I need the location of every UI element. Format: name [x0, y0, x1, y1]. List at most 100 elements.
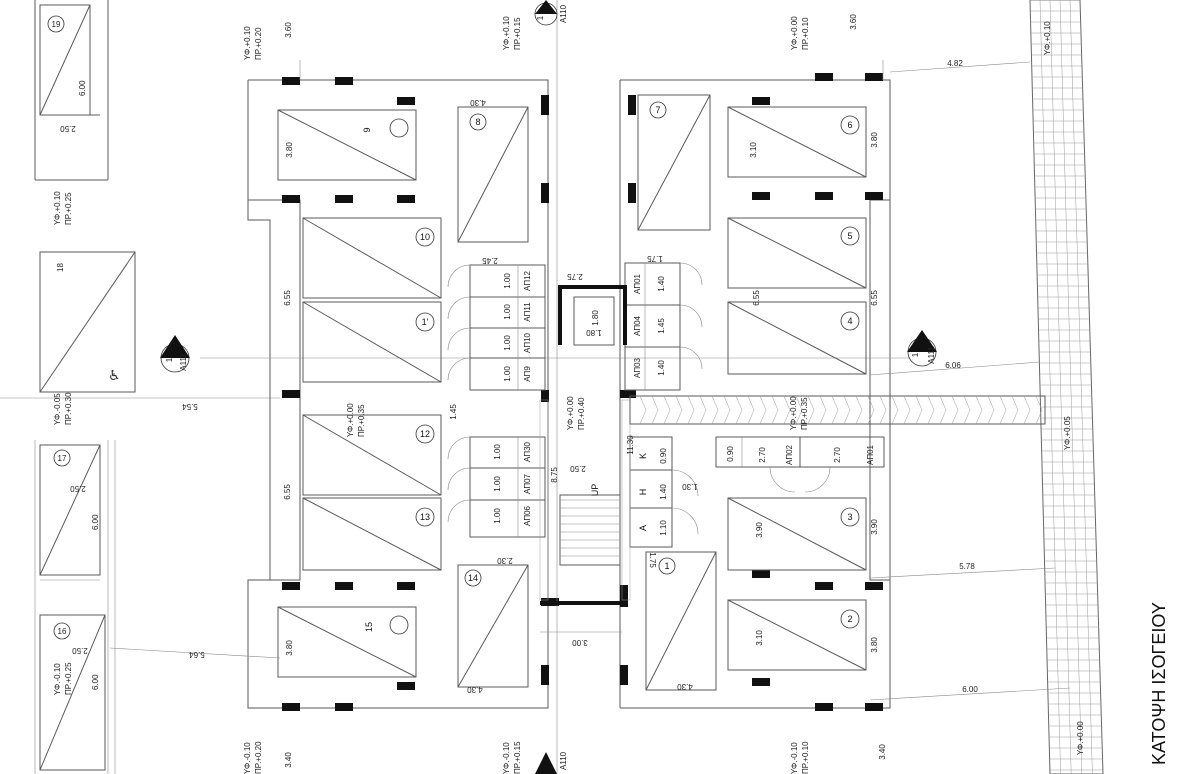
svg-text:ΑΠ06: ΑΠ06	[523, 505, 532, 526]
plan-title: ΚΑΤΟΨΗ ΙΣΟΓΕΙΟΥ	[1149, 602, 1169, 765]
svg-text:ΑΠ07: ΑΠ07	[523, 473, 532, 494]
svg-text:1.00: 1.00	[503, 335, 512, 351]
storage-block-right-upper: ΑΠ01 1.40 ΑΠ04 1.45 ΑΠ03 1.40 1.75	[624, 254, 703, 391]
svg-text:10: 10	[420, 232, 430, 242]
svg-text:8.75: 8.75	[550, 467, 559, 483]
storage-block-left-lower: 1.00 ΑΠ30 1.00 ΑΠ07 1.00 ΑΠ06	[447, 436, 546, 538]
svg-text:Α110: Α110	[559, 4, 568, 23]
svg-text:6.00: 6.00	[962, 685, 978, 694]
svg-text:3.60: 3.60	[284, 22, 293, 38]
svg-text:6.55: 6.55	[283, 484, 292, 500]
svg-text:ΥΦ.+0.10: ΥΦ.+0.10	[243, 26, 252, 60]
svg-text:2.50: 2.50	[70, 484, 86, 493]
svg-text:8: 8	[475, 117, 480, 127]
svg-text:ΑΠ30: ΑΠ30	[523, 441, 532, 462]
svg-text:6.55: 6.55	[870, 290, 879, 306]
svg-text:4.30: 4.30	[470, 98, 486, 107]
storage-block-left-upper: 1.00 ΑΠ12 1.00 ΑΠ11 1.00 ΑΠ10 1.00 ΑΠ9 2…	[447, 256, 546, 391]
parking-space-17: 17 6.00 2.50	[39, 444, 101, 576]
svg-text:6: 6	[847, 120, 852, 130]
central-core: 1.80 1.80 2.75 UP 2.50 8.75 11.30 3.00	[539, 272, 635, 647]
svg-text:3.80: 3.80	[285, 142, 294, 158]
svg-text:3.10: 3.10	[749, 142, 758, 158]
svg-text:1.00: 1.00	[503, 273, 512, 289]
svg-text:Α111: Α111	[927, 346, 936, 364]
svg-text:Α: Α	[638, 525, 648, 531]
parking-space-9: 9 3.80	[277, 109, 417, 181]
svg-text:6.00: 6.00	[91, 514, 100, 530]
svg-text:5: 5	[847, 231, 852, 241]
svg-text:2.50: 2.50	[60, 124, 76, 133]
svg-text:9: 9	[362, 127, 372, 132]
svg-text:ΥΦ.-0.10: ΥΦ.-0.10	[53, 663, 62, 695]
parking-space-5: 5	[727, 217, 867, 289]
svg-text:ΠΡ.+0.10: ΠΡ.+0.10	[801, 17, 810, 50]
svg-text:ΥΦ.+0.10: ΥΦ.+0.10	[53, 191, 62, 225]
svg-text:0.90: 0.90	[659, 448, 668, 464]
svg-text:ΠΡ.+0.20: ΠΡ.+0.20	[254, 741, 263, 774]
svg-text:1.80: 1.80	[591, 310, 600, 326]
svg-text:17: 17	[58, 454, 67, 463]
space-number: 18	[56, 263, 65, 272]
svg-text:ΑΠ02: ΑΠ02	[785, 444, 794, 465]
svg-text:1.10: 1.10	[659, 520, 668, 536]
svg-text:Κ: Κ	[638, 453, 648, 459]
parking-space-8: 8 4.30	[457, 98, 529, 243]
svg-text:3.80: 3.80	[285, 640, 294, 656]
svg-text:ΥΦ.+0.00: ΥΦ.+0.00	[790, 16, 799, 50]
svg-text:ΠΡ.+0.15: ΠΡ.+0.15	[513, 741, 522, 774]
svg-text:5.78: 5.78	[959, 562, 975, 571]
parking-space-4: 4	[727, 301, 867, 375]
svg-text:ΥΦ.-0.10: ΥΦ.-0.10	[243, 742, 252, 774]
parking-space-7: 7	[637, 94, 711, 231]
svg-text:12: 12	[420, 429, 430, 439]
svg-text:ΑΠ11: ΑΠ11	[523, 302, 532, 322]
svg-text:2.30: 2.30	[497, 556, 513, 565]
svg-text:5.64: 5.64	[189, 650, 205, 659]
svg-text:1.80: 1.80	[586, 328, 602, 337]
svg-text:1.40: 1.40	[659, 484, 668, 500]
svg-text:2.50: 2.50	[72, 646, 88, 655]
parking-space-1prime: 1'	[302, 301, 442, 383]
svg-text:ΑΠ03: ΑΠ03	[633, 357, 642, 378]
svg-text:1: 1	[165, 357, 174, 362]
section-mark-right: 1 Α111	[907, 330, 937, 367]
parking-space-6: 6 3.10	[727, 106, 867, 178]
svg-text:4.82: 4.82	[947, 59, 963, 68]
svg-text:6.06: 6.06	[945, 361, 961, 370]
entrance-path	[629, 395, 1046, 425]
svg-text:3.90: 3.90	[755, 522, 764, 538]
svg-text:2.50: 2.50	[570, 464, 586, 473]
svg-text:Η: Η	[638, 489, 648, 496]
parking-space-10: 10	[302, 217, 442, 299]
svg-text:ΥΦ.+0.00: ΥΦ.+0.00	[789, 396, 798, 430]
svg-text:1.00: 1.00	[493, 444, 502, 460]
svg-text:ΑΠ12: ΑΠ12	[523, 270, 532, 291]
svg-text:1.75: 1.75	[648, 552, 657, 568]
svg-text:13: 13	[420, 512, 430, 522]
svg-text:ΥΦ.-0.10: ΥΦ.-0.10	[790, 742, 799, 774]
svg-text:3.40: 3.40	[284, 752, 293, 768]
svg-text:4.30: 4.30	[467, 685, 483, 694]
svg-text:Α111: Α111	[179, 353, 188, 371]
left-strip	[0, 0, 280, 774]
svg-text:Α110: Α110	[559, 751, 568, 770]
svg-text:1': 1'	[422, 317, 429, 327]
parking-space-18: 18 ♿	[39, 251, 136, 393]
svg-text:ΠΡ.+0.30: ΠΡ.+0.30	[64, 392, 73, 425]
svg-text:4: 4	[847, 316, 852, 326]
svg-text:2.70: 2.70	[758, 447, 767, 463]
svg-text:ΑΠ01: ΑΠ01	[633, 273, 642, 294]
svg-text:1.00: 1.00	[503, 304, 512, 320]
svg-text:ΠΡ.+0.25: ΠΡ.+0.25	[64, 662, 73, 695]
parking-space-16: 16 6.00 2.50	[39, 614, 106, 771]
svg-text:3.80: 3.80	[870, 132, 879, 148]
svg-text:4.30: 4.30	[677, 682, 693, 691]
svg-text:6.00: 6.00	[91, 674, 100, 690]
svg-text:2: 2	[847, 614, 852, 624]
svg-text:ΥΦ.-0.10: ΥΦ.-0.10	[502, 742, 511, 774]
svg-text:1.40: 1.40	[657, 360, 666, 376]
level-labels: ΥΦ.+0.10 ΠΡ.+0.20 ΥΦ.+0.10 ΠΡ.+0.15 ΥΦ.+…	[53, 16, 1085, 774]
svg-text:3.80: 3.80	[870, 637, 879, 653]
